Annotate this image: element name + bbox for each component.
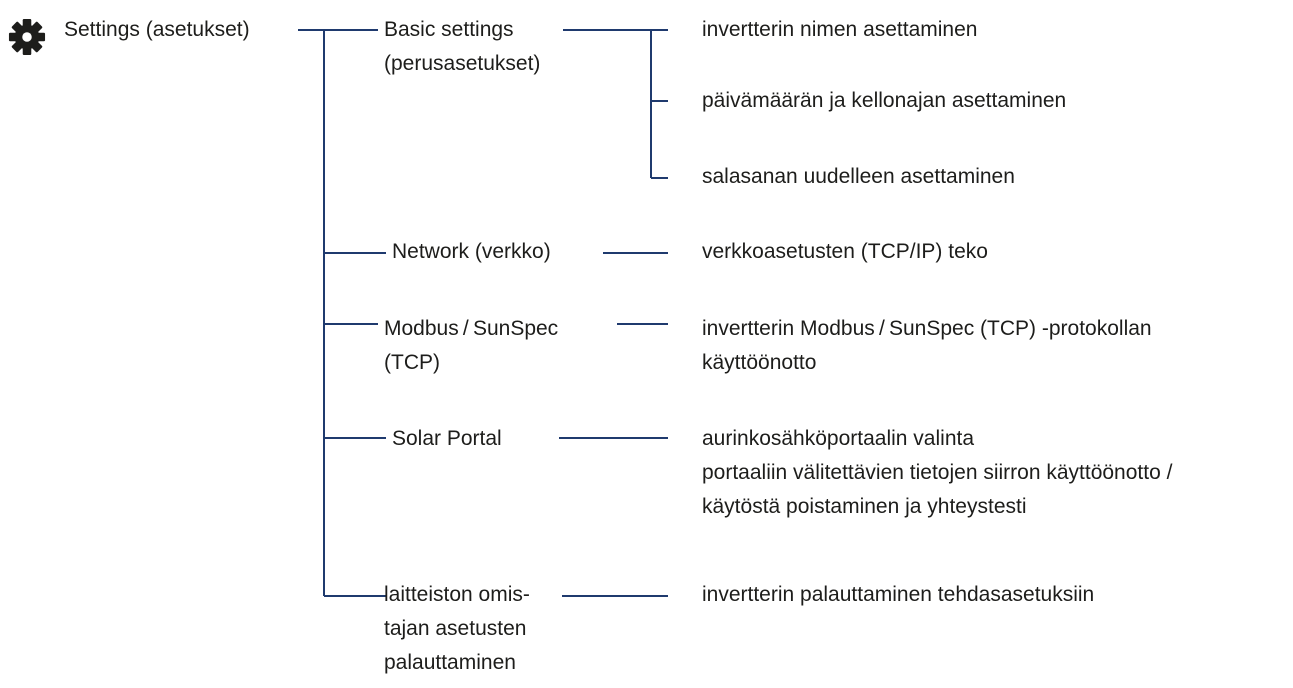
category-solar-portal: Solar Portal [392,427,502,450]
gear-icon [8,18,46,56]
detail-solar-line-3: käytöstä poistaminen ja yhteystesti [702,495,1027,518]
detail-modbus-enable: invertterin Modbus / SunSpec (TCP) -prot… [702,312,1152,380]
category-basic-line-1: Basic settings [384,18,514,41]
category-reset-line-3: palauttaminen [384,651,516,674]
detail-solar-line-1: aurinkosähköportaalin valinta [702,427,975,450]
detail-date-time: päivämäärän ja kellonajan asettaminen [702,89,1067,112]
category-modbus-line-2: (TCP) [384,351,440,374]
category-basic-settings: Basic settings (perusasetukset) [384,13,540,81]
detail-password-reset: salasanan uudelleen asettaminen [702,165,1015,188]
category-reset-line-2: tajan asetusten [384,617,527,640]
root-label: Settings (asetukset) [64,18,250,41]
category-reset-line-1: laitteiston omis- [384,583,530,606]
category-owner-reset: laitteiston omis- tajan asetusten palaut… [384,578,530,680]
category-modbus-sunspec: Modbus / SunSpec (TCP) [384,312,558,380]
detail-network-setup: verkkoasetusten (TCP/IP) teko [702,240,988,263]
category-network: Network (verkko) [392,240,551,263]
detail-modbus-line-1: invertterin Modbus / SunSpec (TCP) -prot… [702,317,1152,340]
detail-inverter-name: invertterin nimen asettaminen [702,18,978,41]
category-modbus-line-1: Modbus / SunSpec [384,317,559,340]
detail-solar-portal: aurinkosähköportaalin valinta portaaliin… [702,422,1172,524]
detail-modbus-line-2: käyttöönotto [702,351,817,374]
category-basic-line-2: (perusasetukset) [384,52,541,75]
detail-solar-line-2: portaaliin välitettävien tietojen siirro… [702,461,1173,484]
detail-factory-reset: invertterin palauttaminen tehdasasetuksi… [702,583,1095,606]
